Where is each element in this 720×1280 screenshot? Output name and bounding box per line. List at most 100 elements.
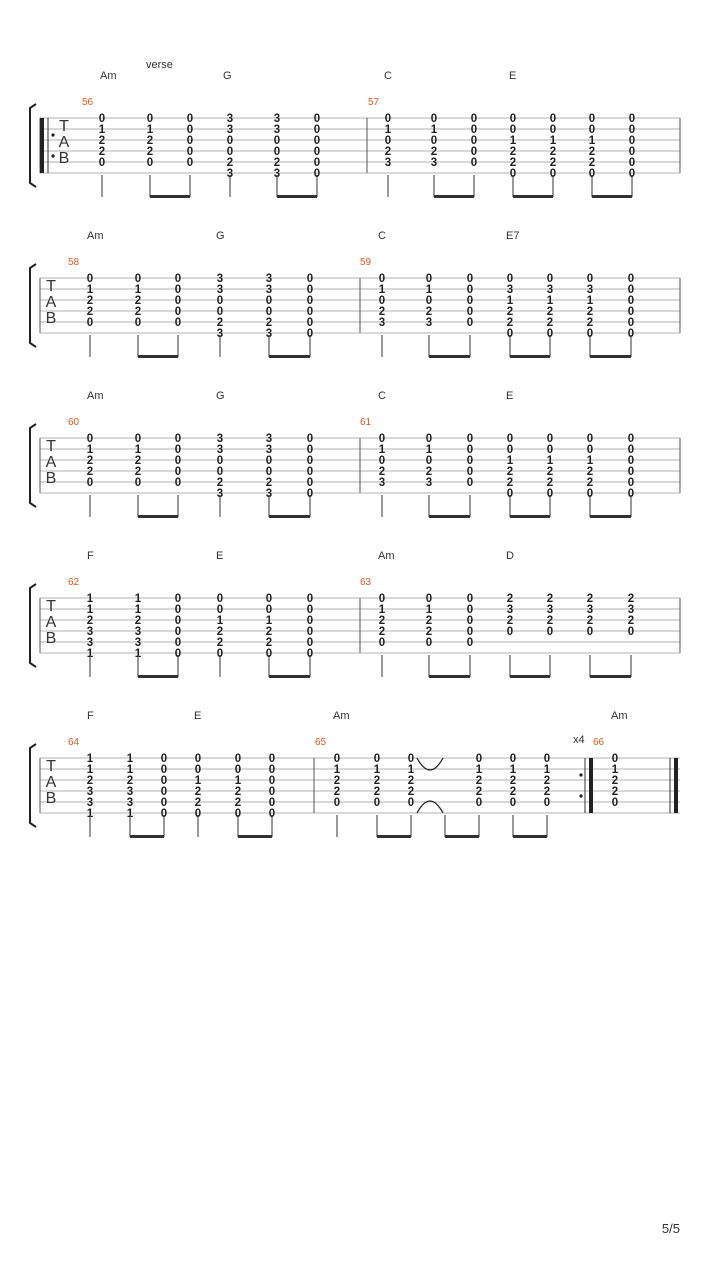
fret-number: 1: [147, 124, 154, 136]
fret-number: 3: [227, 113, 233, 125]
fret-number: 1: [135, 284, 142, 296]
fret-number: 1: [385, 124, 392, 136]
fret-number: 0: [307, 604, 313, 616]
fret-number: 1: [87, 808, 94, 820]
fret-number: 0: [175, 615, 181, 627]
fret-number: 0: [408, 797, 414, 809]
fret-number: 0: [87, 433, 93, 445]
fret-number: 2: [507, 477, 513, 489]
fret-number: 3: [274, 168, 280, 180]
fret-number: 2: [127, 775, 133, 787]
fret-number: 1: [379, 444, 386, 456]
fret-number: 2: [87, 295, 93, 307]
fret-number: 2: [589, 157, 595, 169]
fret-number: 0: [334, 753, 340, 765]
note-beam: [590, 675, 631, 678]
fret-number: 0: [235, 808, 241, 820]
note-beam: [429, 355, 470, 358]
fret-number: 0: [175, 295, 181, 307]
fret-number: 0: [175, 273, 181, 285]
fret-number: 0: [467, 477, 473, 489]
chord-name: G: [223, 70, 232, 82]
fret-number: 2: [507, 593, 513, 605]
fret-number: 2: [374, 786, 380, 798]
fret-number: 0: [175, 466, 181, 478]
fret-number: 1: [217, 615, 224, 627]
tab-clef-letter: T: [46, 438, 56, 455]
fret-number: 3: [87, 797, 93, 809]
fret-number: 0: [314, 135, 320, 147]
fret-number: 0: [629, 157, 635, 169]
fret-number: 1: [87, 604, 94, 616]
strum-symbol: [416, 800, 444, 814]
fret-number: 0: [161, 764, 167, 776]
tab-clef-letter: B: [46, 470, 57, 487]
fret-number: 3: [227, 124, 233, 136]
fret-number: 0: [266, 295, 272, 307]
fret-number: 2: [135, 455, 141, 467]
fret-number: 2: [379, 306, 385, 318]
fret-number: 0: [431, 113, 437, 125]
tab-clef-letter: B: [46, 630, 57, 647]
fret-number: 1: [507, 455, 514, 467]
measure-number: 64: [68, 737, 80, 748]
fret-number: 3: [217, 328, 223, 340]
fret-number: 0: [135, 477, 141, 489]
fret-number: 2: [587, 306, 593, 318]
fret-number: 0: [426, 593, 432, 605]
tab-clef-letter: B: [46, 790, 57, 807]
tab-clef-letter: A: [46, 294, 57, 311]
fret-number: 0: [307, 433, 313, 445]
fret-number: 2: [510, 146, 516, 158]
fret-number: 2: [544, 775, 550, 787]
fret-number: 2: [217, 317, 223, 329]
fret-number: 0: [307, 273, 313, 285]
note-beam: [269, 355, 310, 358]
fret-number: 3: [379, 317, 385, 329]
fret-number: 1: [135, 593, 142, 605]
fret-number: 1: [550, 135, 557, 147]
fret-number: 2: [135, 306, 141, 318]
tab-clef-letter: A: [46, 454, 57, 471]
fret-number: 3: [87, 786, 93, 798]
fret-number: 0: [467, 604, 473, 616]
fret-number: 2: [334, 786, 340, 798]
fret-number: 0: [175, 626, 181, 638]
fret-number: 0: [269, 786, 275, 798]
note-beam: [510, 355, 550, 358]
fret-number: 0: [379, 433, 385, 445]
fret-number: 0: [175, 433, 181, 445]
fret-number: 0: [589, 168, 595, 180]
fret-number: 0: [135, 273, 141, 285]
fret-number: 0: [217, 295, 223, 307]
note-beam: [269, 515, 310, 518]
fret-number: 2: [147, 135, 153, 147]
fret-number: 0: [379, 593, 385, 605]
note-beam: [592, 195, 632, 198]
fret-number: 0: [628, 284, 634, 296]
fret-number: 0: [217, 593, 223, 605]
fret-number: 2: [135, 295, 141, 307]
fret-number: 3: [587, 284, 593, 296]
fret-number: 3: [266, 433, 272, 445]
fret-number: 2: [426, 615, 432, 627]
fret-number: 2: [510, 786, 516, 798]
fret-number: 2: [550, 157, 556, 169]
final-bar-line: [674, 758, 678, 813]
fret-number: 0: [587, 626, 593, 638]
fret-number: 0: [510, 753, 516, 765]
fret-number: 0: [175, 306, 181, 318]
fret-number: 0: [628, 455, 634, 467]
fret-number: 2: [550, 146, 556, 158]
note-beam: [434, 195, 474, 198]
tab-clef-letter: A: [46, 774, 57, 791]
fret-number: 3: [431, 157, 437, 169]
fret-number: 2: [426, 466, 432, 478]
measure-number: 61: [360, 417, 372, 428]
fret-number: 0: [307, 626, 313, 638]
note-beam: [429, 515, 470, 518]
fret-number: 2: [266, 317, 272, 329]
fret-number: 0: [307, 488, 313, 500]
fret-number: 2: [612, 775, 618, 787]
fret-number: 0: [195, 753, 201, 765]
